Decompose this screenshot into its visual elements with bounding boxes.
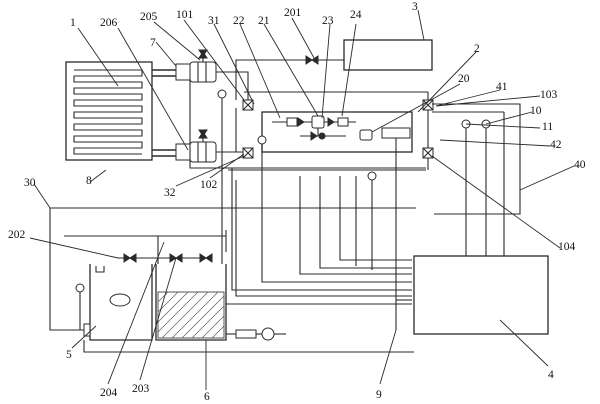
label-101: 101 (176, 9, 194, 21)
label-104: 104 (558, 241, 576, 253)
label-21: 21 (258, 15, 270, 27)
label-10: 10 (530, 105, 542, 117)
label-22: 22 (233, 15, 245, 27)
component-3-box (343, 39, 433, 71)
label-1: 1 (70, 17, 76, 29)
label-205: 205 (140, 11, 158, 23)
label-8: 8 (86, 175, 92, 187)
label-9: 9 (376, 389, 382, 401)
reference-labels: 1 206 205 7 101 31 22 21 201 23 24 3 2 2… (8, 1, 586, 403)
valve-101 (242, 99, 254, 111)
label-41: 41 (496, 81, 508, 93)
label-6: 6 (204, 391, 210, 403)
label-24: 24 (350, 9, 362, 21)
tank-5 (75, 264, 153, 341)
valve-102 (242, 147, 254, 159)
label-20: 20 (458, 73, 470, 85)
label-2: 2 (474, 43, 480, 55)
leader-lines (29, 9, 575, 390)
sensor-9 (381, 127, 411, 330)
lower-pump-assembly (175, 129, 217, 163)
label-11: 11 (542, 121, 553, 133)
label-42: 42 (550, 139, 562, 151)
label-203: 203 (132, 383, 150, 395)
label-30: 30 (24, 177, 36, 189)
label-3: 3 (412, 1, 418, 13)
label-202: 202 (8, 229, 26, 241)
outlet-pump (226, 327, 286, 341)
label-31: 31 (208, 15, 220, 27)
item-201 (300, 55, 324, 65)
label-5: 5 (66, 349, 72, 361)
controller-4 (413, 255, 549, 335)
label-204: 204 (100, 387, 118, 399)
label-32: 32 (164, 187, 176, 199)
label-7: 7 (150, 37, 156, 49)
label-102: 102 (200, 179, 218, 191)
tank-6 (155, 264, 227, 341)
label-206: 206 (100, 17, 118, 29)
valve-104 (422, 147, 434, 159)
label-103: 103 (540, 89, 558, 101)
label-23: 23 (322, 15, 334, 27)
label-201: 201 (284, 7, 302, 19)
label-40: 40 (574, 159, 586, 171)
valves-row (118, 253, 213, 263)
coil-panel (65, 61, 153, 161)
label-4: 4 (548, 369, 554, 381)
